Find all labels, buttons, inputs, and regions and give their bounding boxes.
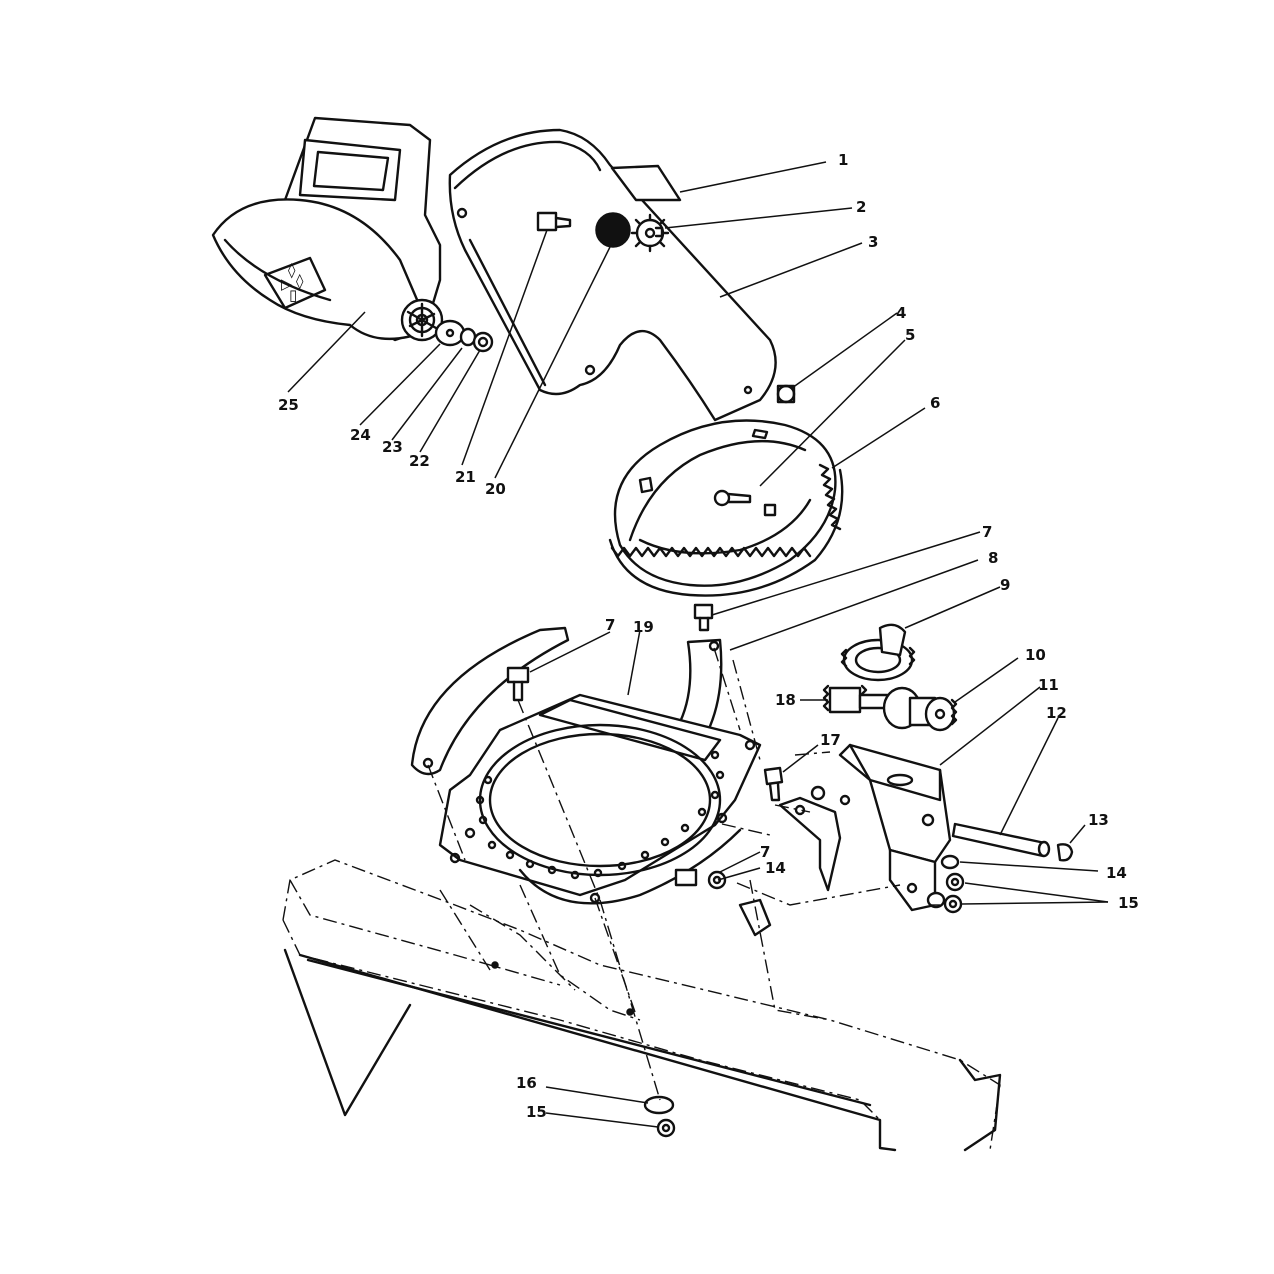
callout-4: 4 bbox=[896, 304, 906, 322]
callout-15-bottom: 15 bbox=[526, 1103, 547, 1121]
svg-text:▯: ▯ bbox=[289, 286, 297, 304]
hardware-16-15-bottom bbox=[643, 1095, 676, 1138]
callout-7-mid: 7 bbox=[760, 843, 770, 861]
svg-text:▷: ▷ bbox=[281, 275, 293, 293]
callout-16: 16 bbox=[516, 1074, 537, 1092]
callout-11: 11 bbox=[1038, 676, 1059, 694]
leader-lines bbox=[287, 161, 1109, 1128]
assembly-lines bbox=[427, 647, 940, 1101]
callout-10: 10 bbox=[1025, 646, 1046, 664]
callout-23: 23 bbox=[382, 438, 403, 456]
callout-7-top: 7 bbox=[982, 523, 992, 541]
svg-text:◊: ◊ bbox=[288, 261, 296, 279]
callout-labels: 1 2 3 4 5 6 7 8 9 10 11 12 13 7 14 15 7 … bbox=[278, 151, 1139, 1121]
callout-20: 20 bbox=[485, 480, 506, 498]
bolt-17 bbox=[763, 766, 826, 802]
svg-text:◊: ◊ bbox=[296, 272, 304, 290]
hardware-14-15 bbox=[674, 854, 965, 914]
auger-housing bbox=[282, 859, 1002, 1152]
callout-14-right: 14 bbox=[1106, 864, 1127, 882]
bolt-7-left bbox=[506, 666, 530, 702]
callout-1: 1 bbox=[838, 151, 848, 169]
callout-14-mid: 14 bbox=[765, 859, 786, 877]
upper-chute-part bbox=[448, 128, 796, 422]
chute-base-plate bbox=[438, 693, 762, 905]
callout-7-left: 7 bbox=[605, 616, 615, 634]
callout-3: 3 bbox=[868, 233, 878, 251]
callout-9: 9 bbox=[1000, 576, 1010, 594]
bolt-8 bbox=[693, 603, 714, 632]
callout-21: 21 bbox=[455, 468, 476, 486]
chute-deflector-part: ◊ ▷ ◊ ▯ bbox=[211, 116, 444, 342]
callout-17: 17 bbox=[820, 731, 841, 749]
callout-2: 2 bbox=[856, 198, 866, 216]
callout-22: 22 bbox=[409, 452, 430, 470]
chute-gear-ring-part bbox=[608, 419, 844, 597]
shaft-12 bbox=[951, 822, 1074, 862]
callout-24: 24 bbox=[350, 426, 371, 444]
callout-8: 8 bbox=[988, 549, 998, 567]
callout-5: 5 bbox=[905, 326, 915, 344]
bracket-11 bbox=[778, 743, 952, 912]
callout-13: 13 bbox=[1088, 811, 1109, 829]
gear-assembly bbox=[822, 623, 958, 732]
callout-6: 6 bbox=[930, 394, 940, 412]
callout-19: 19 bbox=[633, 618, 654, 636]
callout-18: 18 bbox=[775, 691, 796, 709]
callout-25: 25 bbox=[278, 396, 299, 414]
callout-15-right: 15 bbox=[1118, 894, 1139, 912]
hardware-22-24 bbox=[434, 319, 494, 353]
callout-12: 12 bbox=[1046, 704, 1067, 722]
